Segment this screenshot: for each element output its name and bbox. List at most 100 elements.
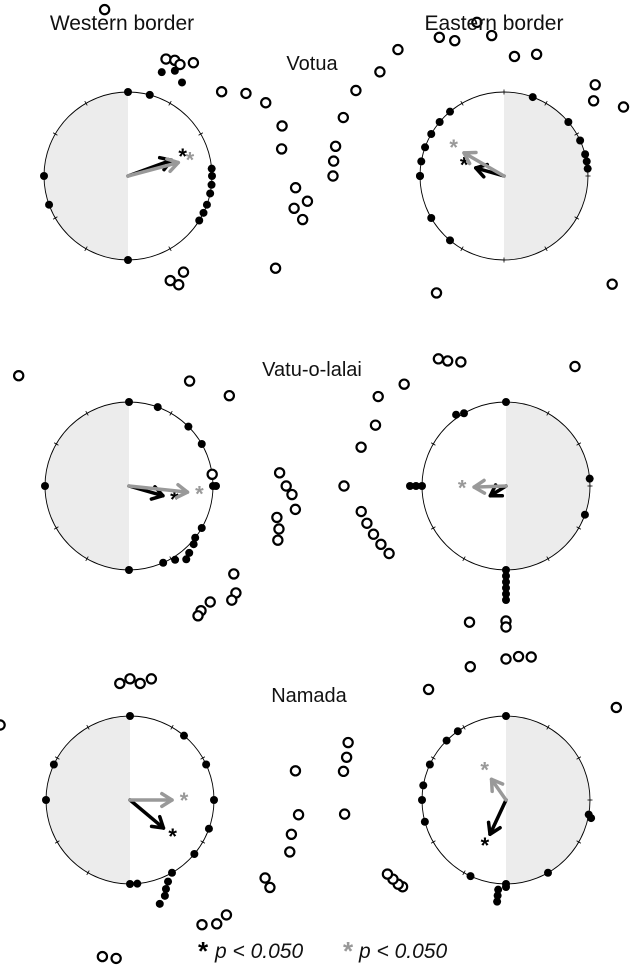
open-point-votua-east: [430, 287, 443, 299]
filled-point-votua-west: [124, 256, 132, 264]
open-point-namada-west: [289, 765, 302, 777]
filled-point-vatu-o-lalai-west: [41, 482, 49, 490]
tick-vatu-o-lalai-east: [430, 442, 436, 446]
open-point-votua-east: [374, 66, 386, 78]
open-point-vatu-o-lalai-east: [355, 441, 367, 453]
open-point-namada-east: [610, 701, 623, 714]
filled-point-votua-west: [202, 200, 211, 209]
arrowhead-gray-namada-west: [160, 791, 174, 809]
open-point-namada-west: [196, 919, 208, 931]
site-title-votua: Votua: [286, 53, 338, 75]
tick-namada-east: [546, 724, 550, 730]
open-point-votua-west: [187, 57, 200, 69]
filled-point-namada-east: [466, 872, 475, 881]
open-point-votua-east: [329, 140, 342, 153]
tick-votua-west: [52, 132, 58, 136]
mean-vector-black-namada-west: [128, 798, 166, 830]
open-point-vatu-o-lalai-west: [204, 596, 216, 608]
significance-star-black-namada-east: *: [481, 833, 490, 858]
open-point-votua-west: [164, 274, 176, 287]
filled-point-votua-east: [528, 93, 537, 102]
filled-point-votua-east: [427, 214, 436, 222]
shaded-half-namada-east: [506, 716, 590, 884]
open-point-namada-west: [285, 828, 298, 841]
header-western-border: Western border: [50, 12, 194, 35]
filled-point-votua-east: [583, 164, 592, 173]
open-point-vatu-o-lalai-west: [12, 369, 25, 382]
tick-votua-east: [544, 100, 548, 106]
filled-point-namada-west: [179, 731, 188, 740]
arrowhead-black-namada-east: [486, 820, 502, 837]
significance-star-black-votua-east: *: [460, 153, 469, 178]
open-point-vatu-o-lalai-east: [463, 616, 476, 628]
filled-point-votua-east: [446, 236, 455, 245]
tick-votua-west: [52, 216, 58, 220]
open-point-namada-east: [381, 868, 394, 880]
open-point-namada-east: [500, 653, 512, 665]
tick-namada-east: [430, 840, 436, 844]
open-point-votua-east: [587, 95, 600, 107]
tick-namada-east: [576, 840, 582, 844]
filled-point-vatu-o-lalai-west: [125, 398, 133, 406]
tick-votua-east: [574, 132, 580, 136]
filled-point-namada-west: [161, 885, 170, 894]
filled-point-votua-west: [206, 189, 215, 198]
open-point-vatu-o-lalai-east: [569, 360, 581, 373]
filled-point-namada-west: [49, 760, 58, 769]
open-point-votua-west: [215, 85, 228, 98]
open-point-namada-west: [220, 909, 233, 921]
open-point-namada-east: [512, 650, 525, 663]
site-title-namada: Namada: [271, 685, 347, 707]
tick-namada-west: [86, 870, 90, 876]
open-point-namada-west: [134, 677, 146, 690]
open-point-vatu-o-lalai-west: [289, 503, 302, 516]
filled-point-namada-west: [168, 868, 176, 877]
open-point-votua-west: [174, 58, 186, 71]
legend-gray-label: p < 0.050: [358, 940, 447, 963]
tick-namada-west: [54, 756, 60, 760]
open-point-votua-east: [471, 16, 483, 29]
open-point-vatu-o-lalai-west: [280, 480, 292, 492]
legend-gray-star: *: [343, 936, 354, 966]
open-point-votua-east: [508, 50, 521, 63]
open-point-namada-east: [525, 651, 537, 663]
open-point-vatu-o-lalai-west: [206, 468, 218, 481]
open-point-votua-west: [260, 97, 272, 109]
tick-vatu-o-lalai-east: [546, 556, 550, 562]
shaded-half-namada-west: [46, 716, 130, 884]
open-point-namada-west: [292, 809, 305, 821]
filled-point-namada-west: [204, 824, 213, 833]
tick-namada-west: [200, 840, 206, 844]
open-point-vatu-o-lalai-east: [361, 517, 373, 529]
open-point-vatu-o-lalai-east: [367, 528, 380, 540]
open-point-vatu-o-lalai-west: [192, 610, 204, 622]
filled-point-votua-east: [435, 118, 444, 127]
filled-point-votua-east: [417, 157, 426, 166]
tick-votua-west: [168, 100, 172, 106]
mean-vector-black-namada-east: [488, 798, 508, 837]
tick-namada-west: [86, 724, 90, 730]
filled-point-vatu-o-lalai-west: [184, 422, 193, 431]
tick-votua-east: [574, 216, 580, 220]
arrowhead-gray-namada-east: [489, 777, 505, 794]
open-point-namada-west: [211, 918, 223, 930]
significance-star-gray-vatu-o-lalai-east: *: [458, 476, 467, 501]
open-point-namada-west: [110, 952, 122, 965]
filled-point-vatu-o-lalai-west: [182, 555, 191, 564]
filled-point-vatu-o-lalai-east: [406, 482, 414, 490]
open-point-vatu-o-lalai-east: [432, 353, 445, 365]
open-point-namada-west: [284, 846, 296, 858]
filled-point-vatu-o-lalai-east: [502, 572, 510, 580]
filled-point-namada-east: [494, 885, 503, 894]
filled-point-namada-west: [210, 796, 218, 804]
open-point-namada-east: [342, 736, 354, 749]
open-point-namada-west: [259, 872, 271, 884]
filled-point-vatu-o-lalai-west: [212, 482, 220, 490]
open-point-vatu-o-lalai-east: [383, 547, 395, 560]
tick-vatu-o-lalai-east: [430, 526, 436, 530]
open-point-votua-east: [350, 84, 362, 97]
filled-point-namada-west: [42, 796, 50, 804]
tick-votua-east: [460, 246, 464, 252]
filled-point-namada-west: [126, 880, 134, 888]
